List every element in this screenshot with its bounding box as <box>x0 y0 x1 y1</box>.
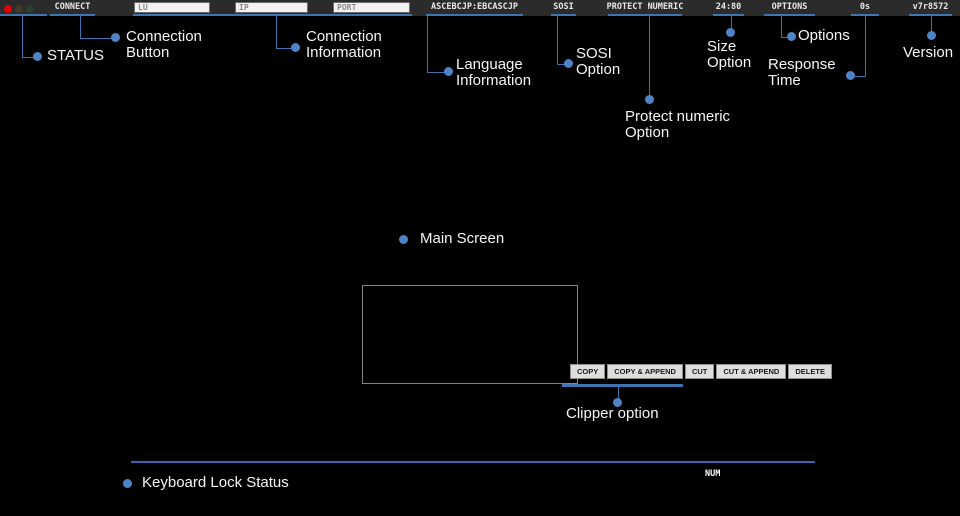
protect-numeric-callout-line <box>649 16 650 95</box>
sosi-option-toggle[interactable]: SOSI <box>553 2 574 12</box>
options-label: Options <box>798 27 850 44</box>
version-callout-line <box>931 16 932 32</box>
main-screen-area[interactable] <box>362 285 578 384</box>
minimize-window-icon[interactable] <box>15 5 23 13</box>
lu-input[interactable] <box>134 2 210 13</box>
underline-protect-numeric <box>608 13 682 16</box>
cut-append-button[interactable]: CUT & APPEND <box>716 364 787 379</box>
cut-button[interactable]: CUT <box>684 364 715 379</box>
connect-button[interactable]: CONNECT <box>54 2 91 12</box>
connection-button-label: Connection Button <box>126 28 202 61</box>
close-window-icon[interactable] <box>4 5 12 13</box>
underline-clipper-menu <box>562 384 683 387</box>
connection-button-callout-dot <box>111 33 120 42</box>
clipper-menu: COPY COPY & APPEND CUT CUT & APPEND DELE… <box>570 364 832 379</box>
language-info-label: Language Information <box>456 56 532 89</box>
underline-connection-fields <box>133 13 412 16</box>
version-callout-dot <box>927 31 936 40</box>
underline-size <box>713 13 744 16</box>
size-option-callout-dot <box>726 28 735 37</box>
status-callout-line <box>22 16 35 58</box>
sosi-option-label: SOSI Option <box>576 45 621 78</box>
clipper-callout-line <box>618 386 619 399</box>
version-label: Version <box>903 44 954 61</box>
terminal-top-bar: CONNECT ASCEBCJP:EBCASCJP SOSI PROTECT N… <box>0 0 960 16</box>
underline-connect <box>50 13 95 16</box>
protect-numeric-label: Protect numeric Option <box>625 108 731 141</box>
language-info-callout-dot <box>444 67 453 76</box>
language-info-callout-line <box>427 16 446 73</box>
underline-response-time <box>851 13 879 16</box>
underline-sosi <box>551 13 576 16</box>
underline-window-controls <box>0 13 47 16</box>
main-screen-callout-dot <box>399 235 408 244</box>
options-callout-line <box>781 16 789 38</box>
maximize-window-icon[interactable] <box>26 5 34 13</box>
protect-numeric-callout-dot <box>645 95 654 104</box>
size-option-indicator[interactable]: 24:80 <box>715 2 742 12</box>
underline-version <box>909 13 952 16</box>
size-option-callout-line <box>731 16 732 29</box>
clipper-callout-dot <box>613 398 622 407</box>
response-time-callout-line <box>855 16 866 77</box>
size-option-label: Size Option <box>707 38 752 71</box>
response-time-indicator: 0s <box>859 2 871 12</box>
status-label: STATUS <box>47 47 104 64</box>
keyboard-lock-status-label: Keyboard Lock Status <box>142 474 289 491</box>
copy-button[interactable]: COPY <box>570 364 606 379</box>
options-button[interactable]: OPTIONS <box>771 2 808 12</box>
options-callout-dot <box>787 32 796 41</box>
connection-info-label: Connection Information <box>306 28 382 61</box>
sosi-option-callout-line <box>557 16 566 65</box>
num-lock-indicator: NUM <box>705 469 721 479</box>
response-time-callout-dot <box>846 71 855 80</box>
underline-language <box>426 13 523 16</box>
copy-append-button[interactable]: COPY & APPEND <box>607 364 683 379</box>
clipper-option-label: Clipper option <box>566 405 659 422</box>
delete-button[interactable]: DELETE <box>788 364 832 379</box>
ip-input[interactable] <box>235 2 308 13</box>
keyboard-lock-status-line <box>131 461 815 463</box>
connection-info-callout-dot <box>291 43 300 52</box>
protect-numeric-toggle[interactable]: PROTECT NUMERIC <box>606 2 684 12</box>
underline-options <box>764 13 815 16</box>
status-callout-dot <box>33 52 42 61</box>
port-input[interactable] <box>333 2 410 13</box>
sosi-option-callout-dot <box>564 59 573 68</box>
response-time-label: Response Time <box>768 56 836 89</box>
language-info-indicator[interactable]: ASCEBCJP:EBCASCJP <box>431 2 518 12</box>
keyboard-lock-callout-dot <box>123 479 132 488</box>
connection-button-callout-line <box>80 16 113 39</box>
main-screen-label: Main Screen <box>420 230 505 247</box>
version-indicator: v7r8572 <box>912 2 949 12</box>
connection-info-callout-line <box>276 16 293 49</box>
